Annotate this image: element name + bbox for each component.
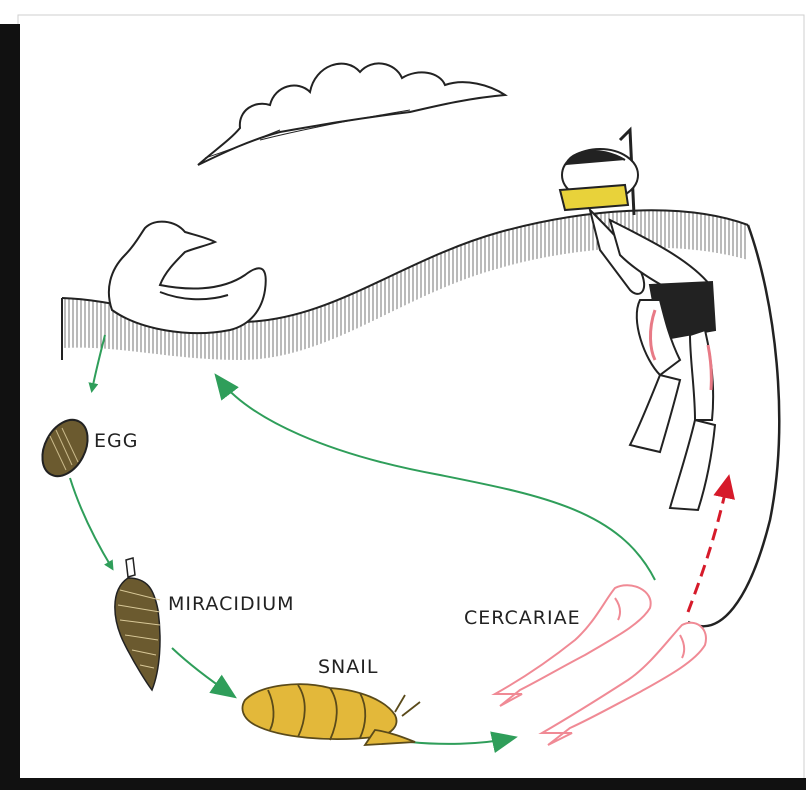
stage-label-miracidium: MIRACIDIUM [168,593,295,615]
stage-label-egg: EGG [94,430,138,452]
stage-label-snail: SNAIL [318,656,378,678]
stage-label-cercariae: CERCARIAE [464,607,581,629]
frame-shadow-left [0,24,20,790]
frame-shadow-bottom [0,778,806,790]
